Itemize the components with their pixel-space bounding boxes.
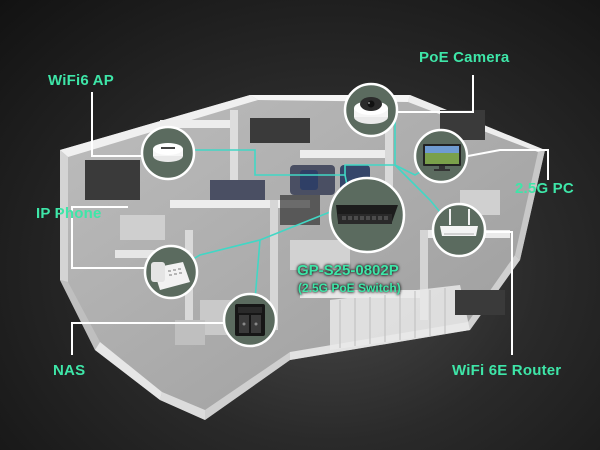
- desk-phone-icon: [151, 262, 190, 290]
- label-poe-camera: PoE Camera: [419, 49, 510, 66]
- label-ip-phone: IP Phone: [36, 205, 102, 222]
- device-wifi6-ap: [140, 125, 196, 181]
- leader-lines: [71, 75, 549, 355]
- label-nas: NAS: [53, 362, 86, 379]
- switch-desc-label: (2.5G PoE Switch): [298, 281, 401, 295]
- label-router: WiFi 6E Router: [452, 362, 562, 379]
- device-router: [431, 202, 487, 258]
- ceiling-ap-icon: [153, 143, 183, 162]
- monitor-icon: [423, 144, 461, 171]
- device-nas: [222, 292, 278, 348]
- dome-camera-icon: [354, 97, 388, 124]
- device-poe-camera: [343, 82, 399, 138]
- label-25g-pc: 2.5G PC: [515, 180, 574, 197]
- device-ip-phone: [143, 244, 199, 300]
- switch-model-label: GP-S25-0802P: [297, 262, 399, 279]
- nas-icon: [235, 304, 265, 336]
- label-wifi6-ap: WiFi6 AP: [48, 72, 114, 89]
- poe-switch-icon: [336, 205, 398, 224]
- device-switch: [328, 176, 406, 254]
- device-25g-pc: [413, 128, 469, 184]
- router-icon: [440, 209, 478, 236]
